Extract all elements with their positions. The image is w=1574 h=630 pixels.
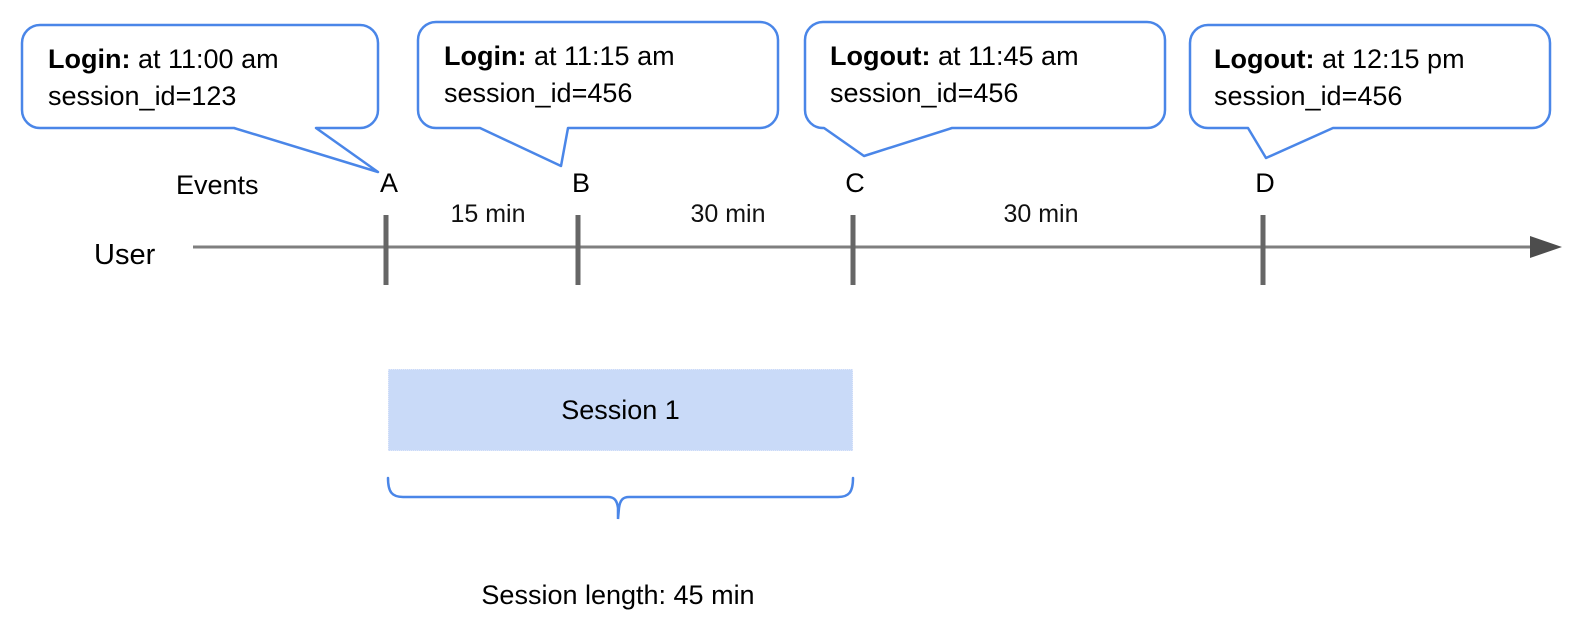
- callout-bubble-c-outline: [803, 20, 1167, 158]
- callout-c-session-id: session_id=456: [830, 78, 1019, 108]
- event-time: at 12:15 pm: [1321, 44, 1465, 74]
- callout-d-line1: Logout: at 12:15 pm: [1214, 41, 1465, 78]
- marker-d: D: [1255, 168, 1275, 198]
- event-time: at 11:00 am: [137, 44, 279, 74]
- callout-b-line1: Login: at 11:15 am: [444, 38, 675, 75]
- callout-a-session-id: session_id=123: [48, 81, 237, 111]
- interval-a-b: 15 min: [450, 200, 526, 228]
- event-type-label: Login:: [48, 44, 131, 74]
- callout-bubble-d-outline: [1188, 23, 1552, 160]
- callout-c-text: Logout: at 11:45 am session_id=456: [830, 38, 1079, 112]
- callout-d-session-id: session_id=456: [1214, 81, 1403, 111]
- interval-c-d: 30 min: [1003, 200, 1079, 228]
- event-time: at 11:15 am: [533, 41, 675, 71]
- callout-b-text: Login: at 11:15 am session_id=456: [444, 38, 675, 112]
- marker-a: A: [379, 168, 399, 198]
- session-length-label: Session length: 45 min: [481, 580, 755, 610]
- callout-a-text: Login: at 11:00 am session_id=123: [48, 41, 279, 115]
- timeline-arrowhead-icon: [1530, 236, 1562, 258]
- callout-b-session-id: session_id=456: [444, 78, 633, 108]
- marker-b: B: [571, 168, 591, 198]
- marker-c: C: [845, 168, 865, 198]
- session-length-brace: [386, 476, 855, 520]
- callout-bubble-a-outline: [20, 23, 380, 174]
- event-type-label: Logout:: [1214, 44, 1315, 74]
- callout-a-line1: Login: at 11:00 am: [48, 41, 279, 78]
- event-type-label: Logout:: [830, 41, 931, 71]
- event-type-label: Login:: [444, 41, 527, 71]
- interval-b-c: 30 min: [690, 200, 766, 228]
- session-1-label: Session 1: [561, 394, 680, 425]
- event-time: at 11:45 am: [937, 41, 1079, 71]
- callout-c-line1: Logout: at 11:45 am: [830, 38, 1079, 75]
- events-label: Events: [176, 170, 259, 200]
- session-1-bar: Session 1: [388, 369, 853, 451]
- callout-bubble-b-outline: [416, 20, 780, 168]
- user-label: User: [94, 239, 156, 271]
- callout-d-text: Logout: at 12:15 pm session_id=456: [1214, 41, 1465, 115]
